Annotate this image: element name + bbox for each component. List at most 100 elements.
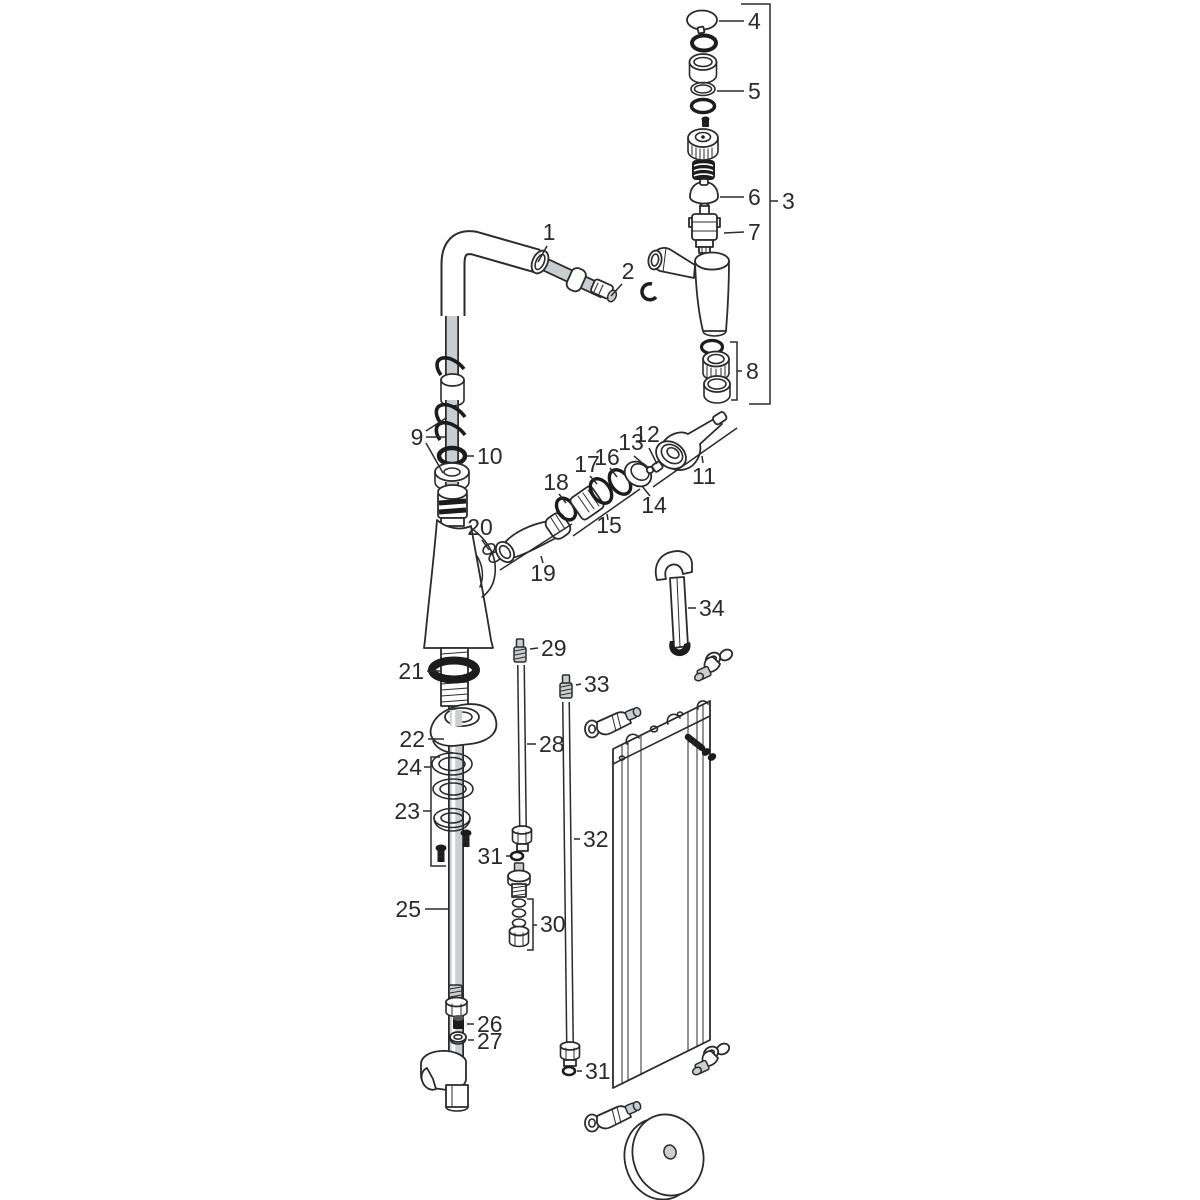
callout-label: 12: [634, 421, 660, 447]
callout-11: 11: [692, 455, 716, 489]
part-hose-guide-socket: [420, 1049, 469, 1112]
part-hose-clip: [693, 648, 734, 682]
callout-29: 29: [529, 635, 567, 661]
callout-label: 14: [641, 492, 667, 518]
part-o-ring: [689, 97, 717, 115]
callout-label: 30: [540, 911, 566, 937]
part-swivel-joint: [437, 484, 468, 527]
callout-16: 16: [594, 444, 620, 478]
callout-label: 4: [748, 8, 761, 34]
callout-28: 28: [527, 731, 565, 757]
callout-label: 26: [477, 1011, 503, 1037]
callout-19: 19: [530, 555, 556, 586]
part-threaded-insert: [692, 160, 715, 180]
callout-label: 23: [394, 798, 420, 824]
callout-label: 22: [399, 726, 425, 752]
part-ring-5: [690, 81, 716, 97]
callout-12: 12: [634, 421, 660, 465]
part-check-valve-30: [507, 862, 537, 951]
callout-4: 4: [719, 8, 761, 34]
callout-label: 17: [574, 451, 600, 477]
callout-label: 20: [467, 514, 493, 540]
callout-label: 31: [477, 843, 503, 869]
callout-label: 5: [748, 78, 761, 104]
callout-label: 9: [411, 424, 424, 450]
callout-23: 23: [394, 798, 431, 824]
part-hose-nut: [559, 1041, 581, 1067]
part-o-ring-31: [509, 850, 525, 862]
callout-18: 18: [543, 469, 569, 504]
callout-label: 25: [395, 896, 421, 922]
callout-7: 7: [723, 219, 761, 245]
callout-label: 13: [618, 429, 644, 455]
part-hose-weight-disc: [623, 1113, 705, 1200]
part-hose-clip: [584, 706, 642, 739]
callout-label: 2: [622, 258, 635, 284]
part-handle-cap: [686, 9, 718, 35]
callout-label: 28: [539, 731, 565, 757]
callout-label: 31: [585, 1058, 611, 1084]
callout-label: 29: [541, 635, 567, 661]
callout-label: 6: [748, 184, 761, 210]
callout-20: 20: [467, 514, 493, 551]
group-bracket-3: [741, 3, 778, 405]
callout-27: 27: [468, 1028, 503, 1054]
callout-label: 32: [583, 826, 609, 852]
callout-13: 13: [618, 429, 649, 469]
callout-label: 1: [543, 219, 556, 245]
callout-label: 16: [594, 444, 620, 470]
part-screw: [460, 829, 472, 847]
part-hose-28: [509, 638, 533, 862]
part-sprayhead-11: [652, 411, 738, 488]
part-clip: [640, 282, 658, 302]
part-insert-26: [453, 1015, 464, 1029]
part-hose-clip: [584, 1100, 642, 1133]
callout-label: 33: [584, 671, 610, 697]
callout-25: 25: [395, 896, 449, 922]
callout-label: 11: [692, 463, 716, 489]
callout-10: 10: [466, 443, 503, 469]
callout-9: 9: [411, 417, 447, 474]
callout-label: 27: [477, 1028, 503, 1054]
callout-24: 24: [396, 754, 431, 780]
callout-26: 26: [467, 1011, 503, 1037]
callout-5: 5: [717, 78, 761, 104]
callout-label: 7: [748, 219, 761, 245]
part-mounting-plate: [612, 700, 711, 1089]
part-plate-screw: [684, 733, 717, 761]
callout-2: 2: [610, 258, 635, 297]
part-cartridge-nut: [687, 128, 719, 161]
part-cartridge-7: [688, 202, 721, 254]
callout-label: 19: [530, 560, 556, 586]
callout-33: 33: [575, 671, 610, 697]
callout-22: 22: [399, 726, 444, 752]
part-handle-body: [640, 247, 730, 337]
part-o-rings-24: [431, 752, 474, 800]
callout-label: 34: [699, 595, 725, 621]
callout-31-lower: 31: [577, 1058, 611, 1084]
callout-21: 21: [398, 658, 441, 684]
callout-15: 15: [596, 512, 622, 538]
callout-30: 30: [540, 911, 566, 937]
callout-32: 32: [574, 826, 609, 852]
callout-label: 3: [782, 188, 795, 214]
part-hose-32: [559, 674, 581, 1077]
part-spout-tube-1: [440, 230, 541, 316]
part-pipe-end-fittings: [445, 984, 468, 1045]
part-sleeve: [688, 53, 718, 84]
part-o-ring-31: [561, 1065, 577, 1077]
callout-31-upper: 31: [477, 843, 511, 869]
callout-3: 3: [782, 188, 795, 214]
part-o-ring: [690, 33, 718, 53]
part-faucet-body: [423, 519, 497, 649]
part-hose-connector-29: [513, 638, 527, 663]
part-ring-27: [449, 1031, 467, 1045]
callout-34: 34: [688, 595, 725, 621]
callout-14: 14: [641, 485, 667, 518]
part-escutcheon-22: [429, 703, 498, 754]
part-threaded-shank-21: [428, 647, 480, 707]
part-hose-clip: [691, 1042, 731, 1076]
callout-label: 21: [398, 658, 424, 684]
